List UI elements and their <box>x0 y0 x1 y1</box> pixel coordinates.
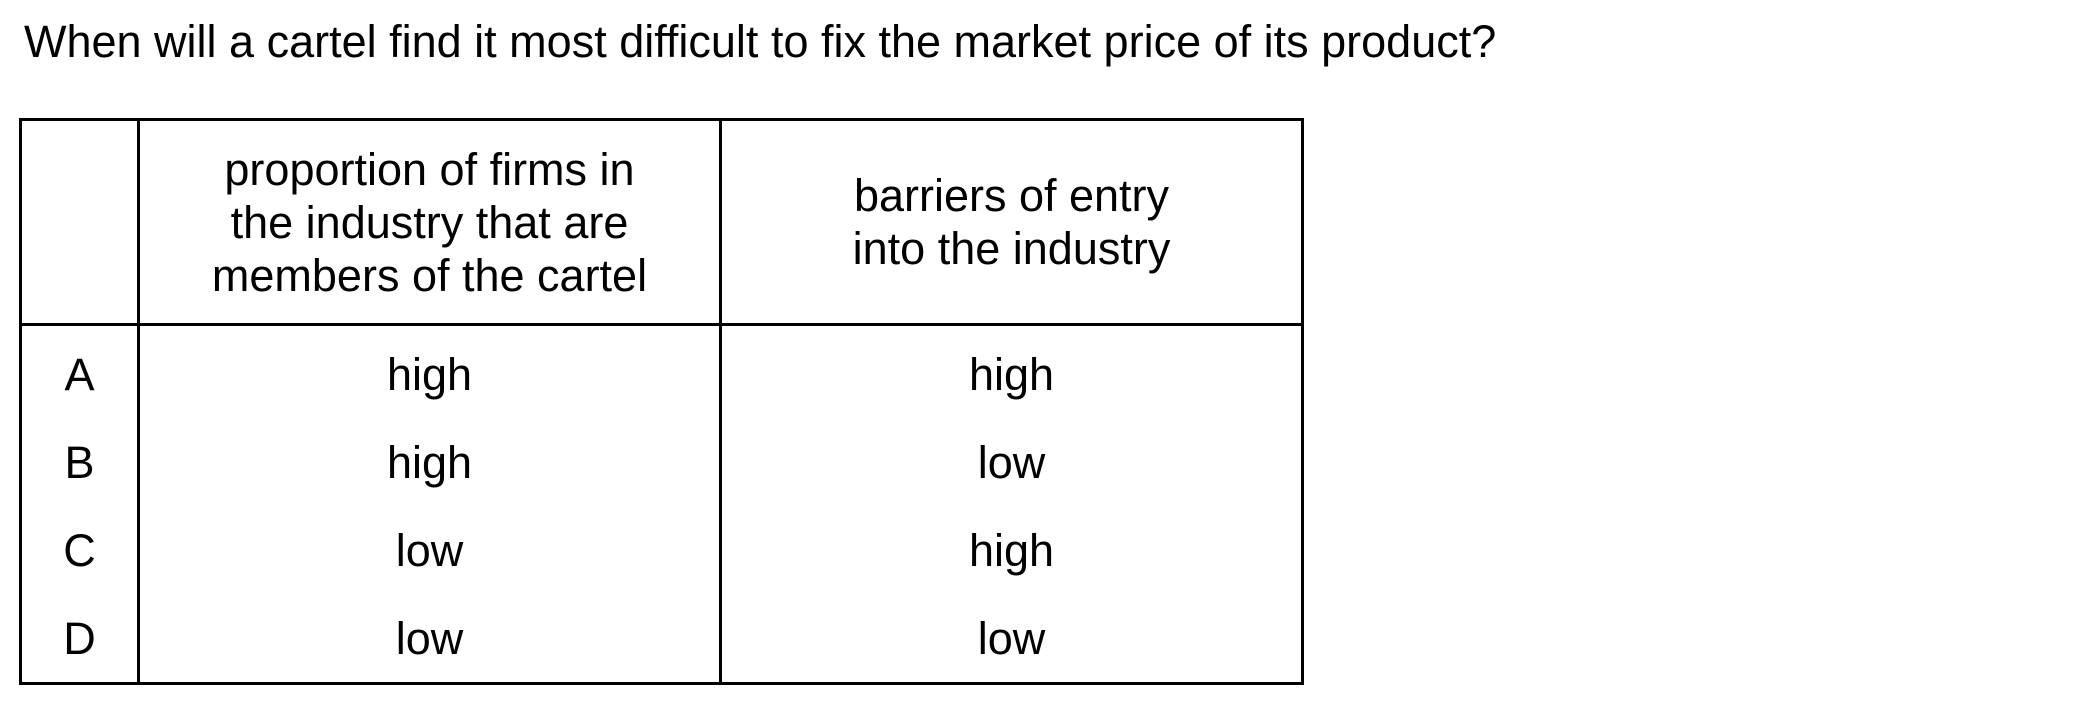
barriers-value: low <box>719 594 1304 685</box>
barriers-value: high <box>719 506 1304 594</box>
proportion-value: low <box>137 594 722 685</box>
option-row-b: B high low <box>19 418 1304 506</box>
header-row: proportion of firms in the industry that… <box>19 118 1304 326</box>
option-row-a: A high high <box>19 324 1304 418</box>
option-row-d: D low low <box>19 594 1304 685</box>
option-letter: C <box>19 506 140 594</box>
question-text: When will a cartel find it most difficul… <box>24 16 1497 67</box>
barriers-value: low <box>719 418 1304 506</box>
header-barriers-label: barriers of entry into the industry <box>852 170 1171 274</box>
options-table: proportion of firms in the industry that… <box>19 118 1304 685</box>
header-proportion-cell: proportion of firms in the industry that… <box>137 118 722 326</box>
proportion-value: low <box>137 506 722 594</box>
header-proportion-label: proportion of firms in the industry that… <box>211 143 648 301</box>
option-letter: B <box>19 418 140 506</box>
proportion-value: high <box>137 324 722 418</box>
option-letter: A <box>19 324 140 418</box>
option-row-c: C low high <box>19 506 1304 594</box>
header-option-cell <box>19 118 140 326</box>
proportion-value: high <box>137 418 722 506</box>
header-barriers-cell: barriers of entry into the industry <box>719 118 1304 326</box>
barriers-value: high <box>719 324 1304 418</box>
option-letter: D <box>19 594 140 685</box>
